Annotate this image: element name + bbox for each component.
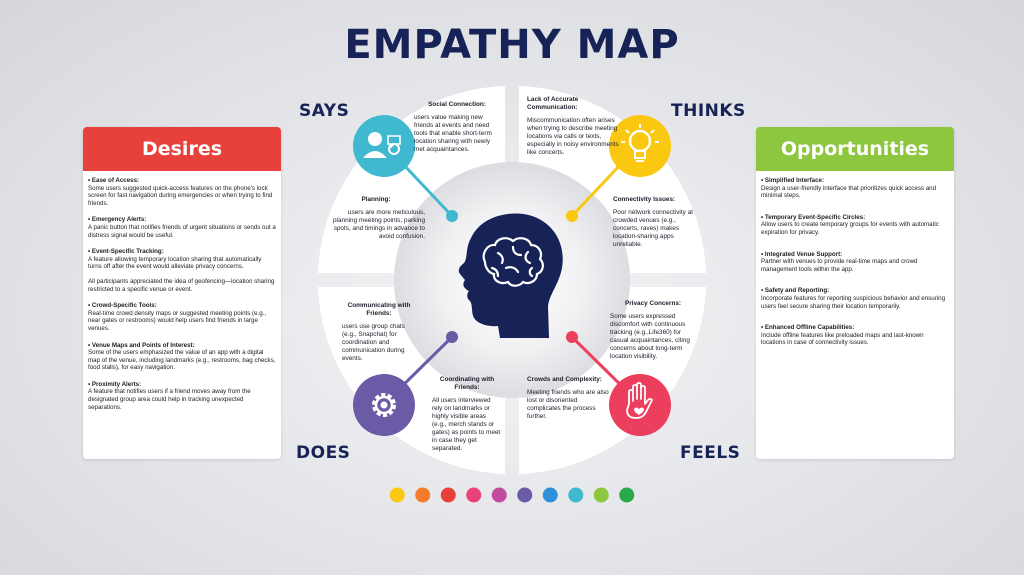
color-dot bbox=[593, 487, 609, 503]
does-coordinating: Coordinating with Friends: All users int… bbox=[432, 376, 501, 452]
color-dot bbox=[568, 487, 584, 503]
feels-label: FEELS bbox=[680, 443, 741, 463]
feels-crowds: Crowds and Complexity: Meeting friends w… bbox=[527, 376, 609, 420]
color-dot bbox=[491, 487, 507, 503]
opportunity-item: • Safety and Reporting:Incorporate featu… bbox=[761, 287, 946, 310]
thinks-communication: Lack of Accurate Communication: Miscommu… bbox=[527, 96, 619, 156]
color-dot bbox=[389, 487, 405, 503]
feels-node bbox=[566, 331, 578, 343]
says-social-connection: Social Connection: users value making ne… bbox=[414, 101, 492, 153]
opportunity-item: • Integrated Venue Support:Partner with … bbox=[761, 250, 918, 273]
opportunities-list: • Simplified Interface:Design a user-fri… bbox=[756, 171, 954, 347]
color-dot bbox=[542, 487, 558, 503]
opportunity-item: • Simplified Interface:Design a user-fri… bbox=[761, 177, 937, 200]
does-node bbox=[446, 331, 458, 343]
does-communicating: Communicating with Friends: users use gr… bbox=[342, 302, 411, 362]
head-brain-icon bbox=[458, 213, 563, 338]
opportunities-header: Opportunities bbox=[756, 127, 954, 171]
says-node bbox=[446, 210, 458, 222]
says-planning: Planning: users are more meticulous, pla… bbox=[332, 196, 425, 240]
thinks-node bbox=[566, 210, 578, 222]
lightbulb-icon bbox=[609, 115, 671, 177]
desire-item: • Emergency Alerts:A panic button that n… bbox=[88, 216, 276, 239]
desires-list: • Ease of Access:Some users suggested qu… bbox=[83, 171, 281, 411]
desire-item: • Venue Maps and Points of Interest:Some… bbox=[88, 341, 276, 372]
feels-privacy: Privacy Concerns: Some users expressed d… bbox=[610, 300, 690, 360]
color-dot bbox=[466, 487, 482, 503]
opportunity-item: • Temporary Event-Specific Circles:Allow… bbox=[761, 213, 939, 236]
thinks-connectivity: Connectivity Issues: Poor network connec… bbox=[613, 196, 693, 248]
color-dot bbox=[415, 487, 431, 503]
page-title: EMPATHY MAP bbox=[344, 22, 680, 68]
desires-panel: Desires • Ease of Access:Some users sugg… bbox=[83, 127, 281, 459]
desire-item: • Ease of Access:Some users suggested qu… bbox=[88, 177, 273, 207]
color-dot bbox=[440, 487, 456, 503]
desires-header: Desires bbox=[83, 127, 281, 171]
says-label: SAYS bbox=[299, 101, 350, 121]
opportunity-item: • Enhanced Offline Capabilities:Include … bbox=[761, 324, 924, 347]
people-chat-icon bbox=[353, 115, 415, 177]
color-dot bbox=[619, 487, 635, 503]
thinks-label: THINKS bbox=[671, 101, 746, 121]
desire-item: • Proximity Alerts:A feature that notifi… bbox=[88, 380, 251, 411]
color-dots bbox=[389, 487, 635, 503]
desire-item: • Crowd-Specific Tools:Real-time crowd d… bbox=[88, 302, 267, 332]
hand-heart-icon bbox=[609, 374, 671, 436]
color-dot bbox=[517, 487, 533, 503]
desire-item: • Event-Specific Tracking:A feature allo… bbox=[88, 248, 275, 293]
gear-icon bbox=[353, 374, 415, 436]
does-label: DOES bbox=[296, 443, 351, 463]
opportunities-panel: Opportunities • Simplified Interface:Des… bbox=[756, 127, 954, 459]
